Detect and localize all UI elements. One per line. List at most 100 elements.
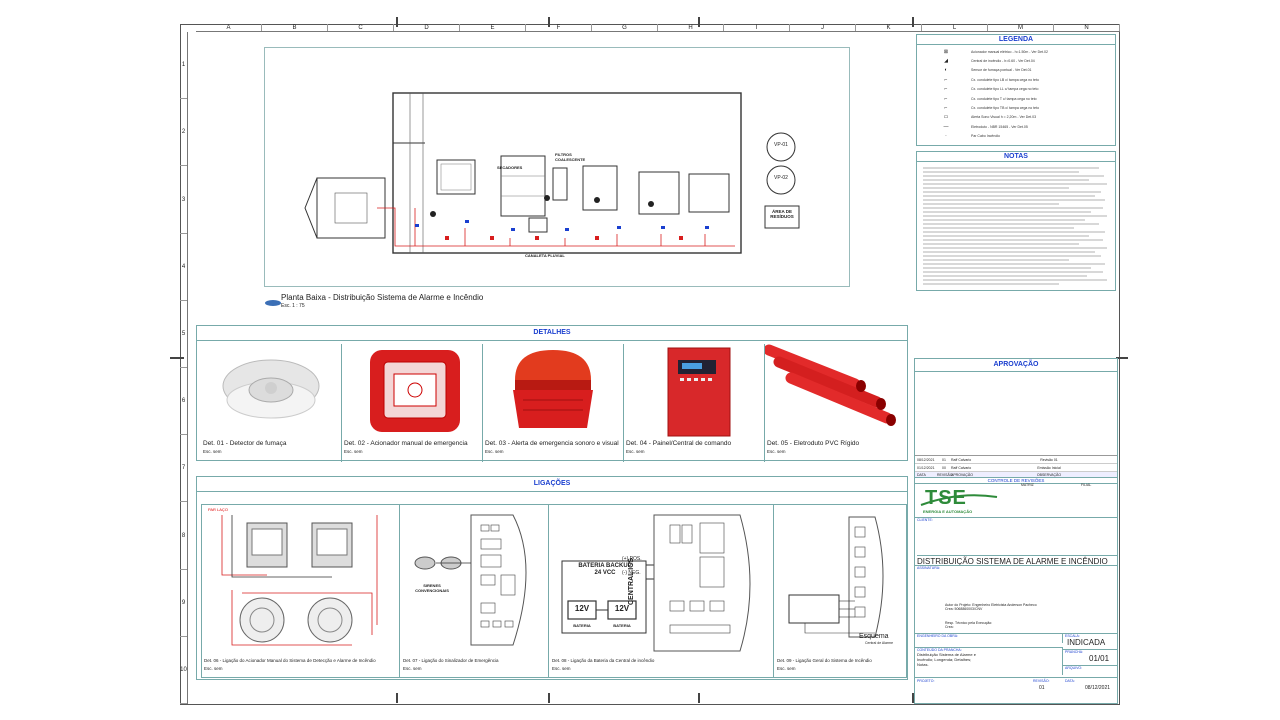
author-line: Autor do Projeto: Engenheiro Eletricista…: [945, 603, 1037, 607]
content-label: CONTEÚDO DA PRANCHA:: [917, 648, 962, 652]
sound-visual-alarm-icon: ▭: [943, 114, 949, 121]
author-crea: Crea: 5068860003/CNV: [945, 607, 983, 611]
legend-item: ⌐Cx. condulete tipo TB c/ tampa cega no …: [921, 103, 1113, 112]
battery-1-label: BATERIA: [573, 623, 591, 628]
detail-scale: Esc. sem: [767, 449, 786, 454]
pvc-conduit-image: [763, 344, 896, 426]
tick-mark: [698, 17, 700, 27]
legend-item: ⌐Cx. condulete tipo LL c/ tampa cega no …: [921, 85, 1113, 94]
detail-sound-visual-alarm: Det. 03 - Alerta de emergencia sonoro e …: [483, 344, 624, 462]
connection-caption: Det. 06 - Ligação do Acionador Manual do…: [204, 658, 376, 663]
sheet-box: PRANCHA: 01/01: [1063, 649, 1117, 665]
plan-title-icon: [264, 294, 284, 306]
content-box: CONTEÚDO DA PRANCHA: Distribuição Sistem…: [915, 647, 1063, 675]
details-title: DETALHES: [197, 326, 907, 341]
legend-item: —Eletroduto - NBR 15465 - Ver Det.05: [921, 122, 1113, 131]
condulete-lb-icon: ⌐: [944, 76, 948, 83]
connection-caption: Det. 07 - Ligação do Sinalizador de Emer…: [403, 658, 499, 663]
plan-scale: Esc. 1 : 75: [281, 303, 305, 309]
battery-voltage-label: 24 VCC: [594, 569, 616, 576]
client-label: CLIENTE:: [915, 517, 1117, 522]
battery-2-label: BATERIA: [613, 623, 631, 628]
battery-wiring-diagram: [561, 514, 751, 652]
plan-title: Planta Baixa - Distribuição Sistema de A…: [281, 293, 484, 302]
matriz-label: MATRIZ: [1021, 483, 1034, 487]
detail-scale: Esc. sem: [203, 449, 222, 454]
connection-caption: Det. 08 - Ligação da Bateria da Central …: [552, 658, 655, 663]
tick-mark: [912, 693, 914, 703]
connection-signaler: SIRENES CONVENCIONAIS Det. 07 - Ligação …: [401, 505, 549, 677]
connections-panel: LIGAÇÕES PAR LAÇO Det. 06 - Ligação do A…: [196, 476, 908, 680]
detail-scale: Esc. sem: [626, 449, 645, 454]
tick-mark: [698, 693, 700, 703]
floor-plan: VP-01 VP-02 ÁREA DE RESÍDUOS FILTROS COA…: [264, 47, 850, 287]
project-label: PROJETO:: [917, 679, 935, 683]
smoke-detector-image: [222, 359, 320, 419]
scale-box: ESCALA: INDICADA: [1063, 633, 1117, 649]
sound-visual-alarm-image: [513, 350, 593, 428]
par-laco-label: PAR LAÇO: [208, 507, 228, 512]
vp01-label: VP-01: [774, 142, 788, 148]
legend-item: ▭Alerta Sono Visual h = 2,20m - Ver Det.…: [921, 113, 1113, 122]
tick-mark: [1116, 357, 1128, 359]
column-header: A B C D E F G H I J K L M N: [196, 24, 1120, 32]
tick-mark: [548, 693, 550, 703]
title-block: APROVAÇÃO 08/12/2021 01 Raff Calvario Re…: [914, 358, 1118, 704]
connections-title: LIGAÇÕES: [197, 477, 907, 492]
revision-row: 08/12/2021 01 Raff Calvario Revisão 01: [915, 456, 1117, 464]
battery-2-voltage: 12V: [614, 604, 630, 613]
legend-item: ◐Sensor de fumaça pontual - Ver Det.01: [921, 66, 1113, 75]
sheet-value: 01/01: [1089, 654, 1110, 663]
manual-call-icon: ⊠: [943, 48, 949, 55]
notes-text-lines: [923, 167, 1107, 285]
control-panel-image: [667, 347, 731, 437]
condulete-tb-icon: ⌐: [944, 105, 948, 112]
file-label: ARQUIVO:: [1063, 665, 1117, 677]
tick-mark: [912, 17, 914, 27]
connection-scale: Esc. sem: [403, 666, 422, 671]
manual-call-wiring-diagram: [221, 515, 378, 646]
esquema-label: Esquema: [859, 633, 889, 640]
condulete-t-icon: ⌐: [944, 95, 948, 102]
esquema-sub-label: Central de Alarme: [865, 641, 894, 645]
panel-icon: ◢: [944, 58, 948, 65]
connection-scale: Esc. sem: [777, 666, 796, 671]
filtros-label: FILTROS COALESCENTE: [555, 152, 586, 162]
legend-item: ⌐Cx. condulete tipo LB c/ tampa cega no …: [921, 75, 1113, 84]
revision-value: 01: [1039, 685, 1045, 691]
detail-scale: Esc. sem: [485, 449, 504, 454]
battery-1-voltage: 12V: [574, 604, 590, 613]
revision-row: 01/12/2021 00 Raff Calvario Emissão Inic…: [915, 464, 1117, 472]
drawing-sheet: [180, 24, 1120, 705]
detail-scale: Esc. sem: [344, 449, 363, 454]
detail-caption: Det. 04 - Painel/Central de comando: [626, 440, 732, 447]
connection-scale: Esc. sem: [204, 666, 223, 671]
technician-line: Resp. Técnico pela Execução:: [945, 621, 993, 625]
detail-caption: Det. 01 - Detector de fumaça: [203, 440, 287, 447]
company-subtitle: ENERGIA E AUTOMAÇÃO: [923, 509, 973, 514]
legend-item: ◢Central de incêndio - h=0.60 - Ver Det.…: [921, 56, 1113, 65]
drawing-title: DISTRIBUIÇÃO SISTEMA DE ALARME E INCÊNDI…: [917, 555, 1117, 566]
detail-caption: Det. 02 - Acionador manual de emergencia: [344, 440, 468, 447]
company-name: TSE: [925, 487, 967, 509]
technician-crea: Crea:: [945, 625, 954, 629]
general-wiring-diagram: [788, 516, 884, 638]
tick-mark: [396, 17, 398, 27]
company-logo-mark: [920, 494, 998, 506]
legend-panel: LEGENDA ⊠Acionador manual elétrico - h=1…: [916, 34, 1116, 146]
neg-label: (-) NEG.: [622, 570, 641, 576]
approval-title: APROVAÇÃO: [915, 359, 1117, 372]
floor-plan-drawing: [304, 92, 800, 254]
revision-header-row: DATA REVISÃO APROVAÇÃO OBSERVAÇÃO: [915, 472, 1117, 478]
central-label: CENTRAL ICS: [628, 558, 635, 605]
date-label: DATA:: [1065, 679, 1075, 683]
scale-value: INDICADA: [1067, 638, 1106, 647]
tick-mark: [396, 693, 398, 703]
footer-row: PROJETO: REVISÃO: 01 DATA: 08/12/2021: [915, 677, 1117, 693]
date-value: 08/12/2021: [1085, 685, 1111, 691]
tick-mark: [170, 357, 184, 359]
